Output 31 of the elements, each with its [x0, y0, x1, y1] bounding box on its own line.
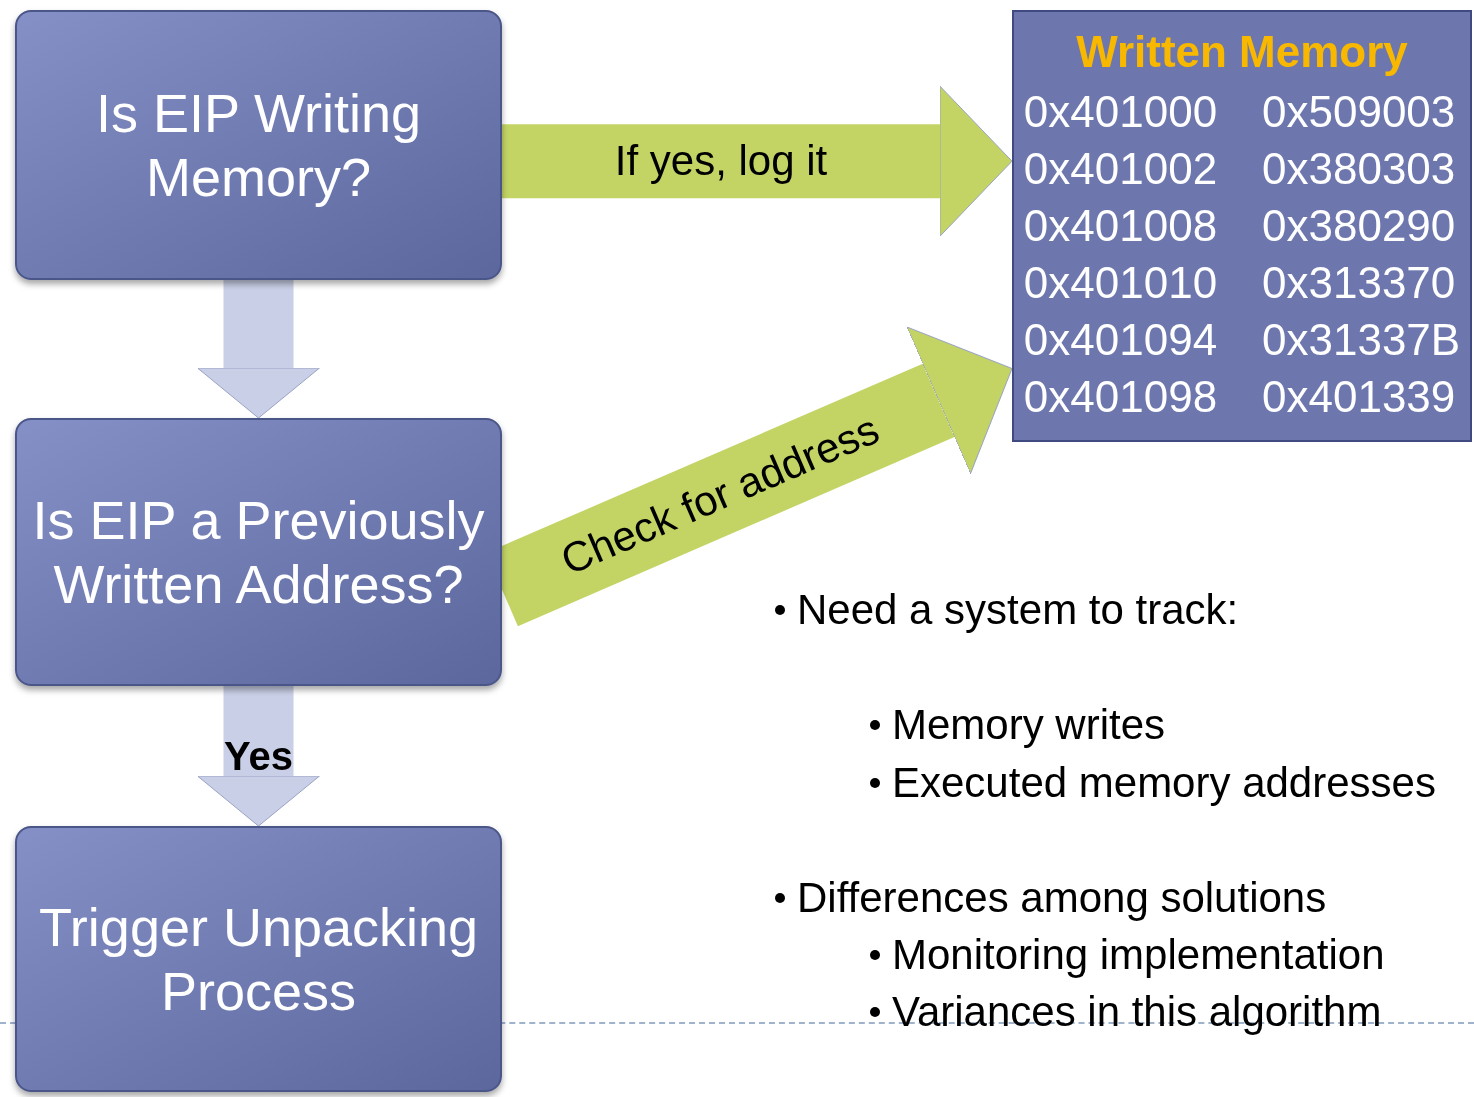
process-box: [15, 826, 502, 1092]
bullet-text: Monitoring implementation: [892, 930, 1385, 980]
block-arrow: [502, 85, 1013, 237]
bullet-text: Differences among solutions: [797, 873, 1327, 923]
address-text: 0x401000: [1023, 86, 1219, 138]
address-text: 0x31337B: [1262, 314, 1461, 366]
address-text: 0x313370: [1262, 257, 1457, 309]
address-text: 0x380303: [1262, 143, 1457, 195]
address-text: 0x401094: [1023, 314, 1219, 366]
block-arrow: [197, 686, 320, 827]
address-text: 0x401008: [1023, 200, 1219, 252]
address-text: 0x401010: [1023, 257, 1219, 309]
box-text: Trigger Unpacking Process: [37, 896, 480, 1023]
memory-table-panel: [1012, 10, 1472, 442]
bullet-text: Memory writes: [892, 700, 1166, 750]
address-text: 0x401339: [1262, 371, 1457, 423]
bullet-text: Executed memory addresses: [892, 758, 1436, 808]
box-text: Is EIP Writing Memory?: [94, 82, 423, 209]
address-text: 0x401098: [1023, 371, 1219, 423]
edge-label: If yes, log it: [614, 140, 828, 183]
block-arrow: [197, 280, 320, 419]
bullet-text: Need a system to track:: [797, 585, 1239, 635]
address-text: 0x509003: [1262, 86, 1457, 138]
process-box: [15, 418, 502, 686]
panel-heading: Written Memory: [1076, 26, 1408, 78]
box-text: Is EIP a Previously Written Address?: [31, 489, 486, 616]
edge-label: Yes: [224, 736, 293, 776]
bullet-text: Variances in this algorithm: [892, 987, 1382, 1037]
process-box: [15, 10, 502, 280]
address-text: 0x401002: [1023, 143, 1219, 195]
address-text: 0x380290: [1262, 200, 1457, 252]
